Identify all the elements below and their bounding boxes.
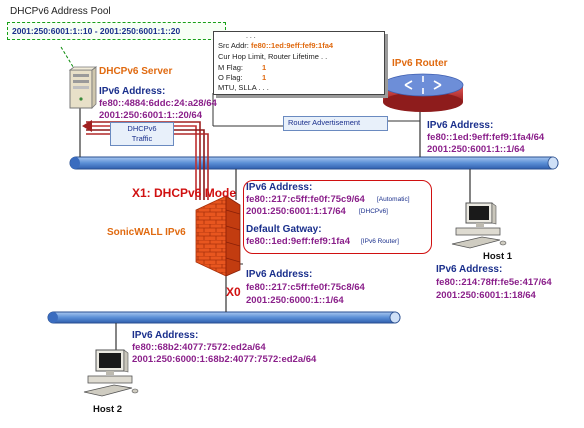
- dhcp-server-icon: [68, 66, 98, 109]
- host2-global: 2001:250:6000:1:68b2:4077:7572:ed2a/64: [132, 354, 317, 365]
- dhcp-traffic-label: DHCPv6 Traffic: [110, 122, 174, 146]
- sonicwall-label: SonicWALL IPv6: [107, 227, 186, 238]
- router-advertisement-label: Router Advertisement: [283, 116, 388, 131]
- router-label: IPv6 Router: [392, 58, 448, 69]
- host2-addr-heading: IPv6 Address:: [132, 330, 199, 341]
- x1-global: 2001:250:6001:1:17/64: [246, 206, 346, 217]
- router-icon: [382, 73, 464, 112]
- x0-addr-heading: IPv6 Address:: [246, 269, 313, 280]
- x1-gateway: fe80::1ed:9eff:fef9:1fa4: [246, 236, 351, 247]
- sonicwall-firewall-icon: [195, 195, 241, 277]
- dhcp-traffic-text: DHCPv6 Traffic: [127, 124, 157, 143]
- ra-hop-line: Cur Hop Limit, Router Lifetime . .: [218, 52, 328, 61]
- upper-network-bus: [69, 156, 559, 170]
- x1-link-local: fe80::217:c5ff:fe0f:75c9/64: [246, 194, 365, 205]
- x1-addr-heading: IPv6 Address:: [246, 182, 313, 193]
- dhcp-server-addr-heading: IPv6 Address:: [99, 86, 166, 97]
- pool-range-box: 2001:250:6001:1::10 - 2001:250:6001:1::2…: [7, 22, 226, 40]
- ra-o-flag-label: O Flag:: [218, 73, 243, 82]
- host1-addr-heading: IPv6 Address:: [436, 264, 503, 275]
- x1-info-box: [243, 180, 432, 254]
- pool-title: DHCPv6 Address Pool: [10, 6, 111, 17]
- ra-m-flag-label: M Flag:: [218, 63, 244, 72]
- dhcp-server-global: 2001:250:6001:1::20/64: [99, 110, 202, 121]
- ra-src-label: Src Addr:: [218, 41, 249, 50]
- x0-global: 2001:250:6000:1::1/64: [246, 295, 344, 306]
- router-global: 2001:250:6001:1::1/64: [427, 144, 525, 155]
- ra-m-flag-value: 1: [262, 63, 267, 72]
- x0-interface-label: X0: [226, 285, 241, 299]
- ra-src-value: fe80::1ed:9eff:fef9:1fa4: [250, 41, 334, 50]
- ra-o-flag-value: 1: [262, 73, 267, 82]
- router-link-local: fe80::1ed:9eff:fef9:1fa4/64: [427, 132, 545, 143]
- x1-interface-label: X1: DHCPv6 Mode: [132, 186, 237, 200]
- x1-gateway-heading: Default Gatway:: [246, 224, 322, 235]
- host2-link-local: fe80::68b2:4077:7572:ed2a/64: [132, 342, 266, 353]
- ra-dots: . . .: [246, 33, 256, 40]
- router-advertisement-text: Router Advertisement: [288, 118, 361, 127]
- host1-computer-icon: [451, 202, 507, 249]
- x1-link-local-tag: [Automatic]: [377, 196, 410, 203]
- host1-link-local: fe80::214:78ff:fe5e:417/64: [436, 277, 552, 288]
- pool-link: [60, 46, 76, 71]
- router-advertisement-details: . . . Src Addr: fe80::1ed:9eff:fef9:1fa4…: [213, 31, 385, 95]
- pool-range: 2001:250:6001:1::10 - 2001:250:6001:1::2…: [12, 26, 181, 36]
- host1-label: Host 1: [483, 251, 513, 262]
- x0-link-local: fe80::217:c5ff:fe0f:75c8/64: [246, 282, 365, 293]
- x1-global-tag: [DHCPv6]: [359, 208, 388, 215]
- router-addr-heading: IPv6 Address:: [427, 120, 494, 131]
- lower-network-bus: [47, 311, 401, 324]
- dhcp-server-label: DHCPv6 Server: [99, 66, 173, 77]
- host2-label: Host 2: [93, 404, 123, 415]
- ra-src-line: Src Addr: fe80::1ed:9eff:fef9:1fa4: [218, 42, 333, 50]
- host1-global: 2001:250:6001:1:18/64: [436, 290, 536, 301]
- x1-gateway-tag: [IPv6 Router]: [361, 238, 399, 245]
- ra-mtu-line: MTU, SLLA . . .: [218, 83, 269, 92]
- host2-computer-icon: [83, 349, 139, 397]
- dhcp-server-link-local: fe80::4884:6ddc:24:a28/64: [99, 98, 217, 109]
